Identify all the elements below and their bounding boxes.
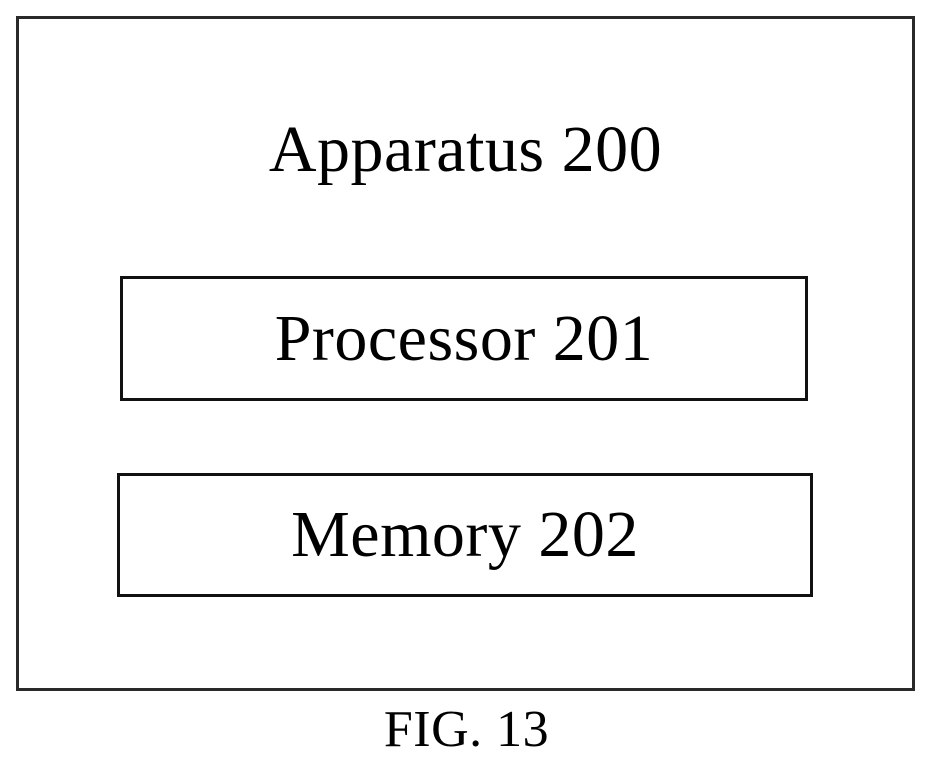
processor-box: Processor 201 (120, 276, 808, 401)
processor-label: Processor 201 (275, 306, 654, 372)
memory-label: Memory 202 (291, 502, 639, 568)
apparatus-label: Apparatus 200 (19, 117, 912, 183)
memory-box: Memory 202 (117, 473, 813, 597)
figure-caption: FIG. 13 (0, 704, 933, 756)
